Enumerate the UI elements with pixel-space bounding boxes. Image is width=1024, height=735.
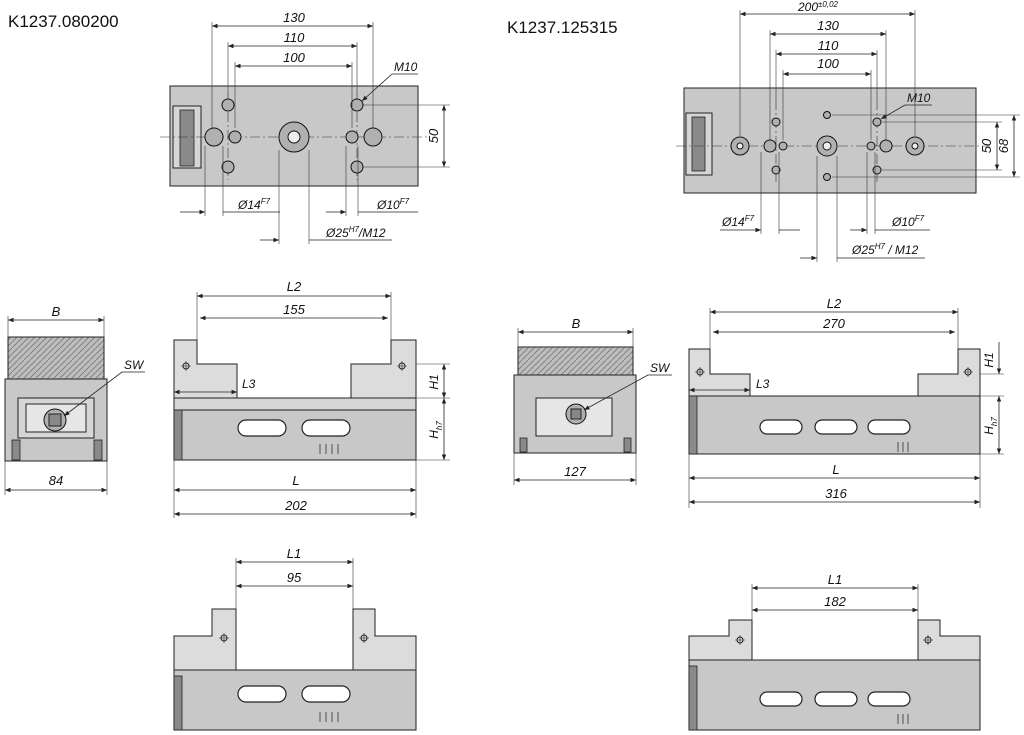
- dim-50: 50: [979, 138, 994, 153]
- label-sw: SW: [650, 361, 671, 375]
- dim-202: 202: [284, 498, 307, 513]
- left-side-view: L2 155 L3 H1 Hh7 L 202: [173, 279, 450, 518]
- slot: [301, 685, 351, 703]
- m10-hole: [221, 160, 235, 174]
- fixed-jaw: [688, 348, 751, 397]
- part-code-right: K1237.125315: [507, 18, 618, 37]
- jaw-knurled-face: [517, 346, 634, 376]
- phi10-hole: [778, 141, 788, 151]
- slot: [814, 419, 858, 435]
- label-phi25: Ø25H7/M12: [325, 225, 386, 240]
- slot: [237, 685, 287, 703]
- label-h: Hh7: [982, 417, 999, 435]
- fixed-jaw: [173, 339, 238, 399]
- right-bottom-view: L1 182: [688, 572, 981, 731]
- label-h: Hh7: [427, 421, 444, 439]
- phi10-hole: [228, 130, 242, 144]
- label-l: L: [832, 462, 839, 477]
- phi10-hole: [763, 139, 777, 153]
- right-side-view: L2 270 L3 H1 Hh7 L 316: [688, 296, 1004, 508]
- dim-100: 100: [283, 50, 305, 65]
- dim-127: 127: [564, 464, 586, 479]
- dim-95: 95: [287, 570, 302, 585]
- dim-155: 155: [283, 302, 305, 317]
- left-end-view: B SW 84: [4, 304, 145, 495]
- m10-hole: [872, 117, 882, 127]
- moving-jaw: [352, 608, 417, 671]
- slot: [867, 691, 911, 707]
- dim-84: 84: [49, 473, 63, 488]
- label-h1: H1: [427, 374, 441, 389]
- label-l3: L3: [756, 377, 770, 391]
- slot: [814, 691, 858, 707]
- m10-hole: [872, 165, 882, 175]
- m10-hole: [771, 165, 781, 175]
- part-code-left: K1237.080200: [8, 12, 119, 31]
- dim-l1: L1: [287, 546, 301, 561]
- dim-68: 68: [996, 138, 1011, 153]
- phi10-hole: [879, 139, 893, 153]
- label-phi14: Ø14F7: [721, 214, 755, 229]
- m10-hole: [771, 117, 781, 127]
- slot: [759, 419, 803, 435]
- label-h1: H1: [982, 352, 996, 367]
- label-l3: L3: [242, 377, 256, 391]
- dim-100: 100: [817, 56, 839, 71]
- label-phi14: Ø14F7: [237, 197, 271, 212]
- slot: [867, 419, 911, 435]
- m10-hole: [221, 98, 235, 112]
- dim-110: 110: [284, 30, 305, 45]
- spindle-handle: [691, 116, 706, 172]
- dim-50: 50: [426, 128, 441, 143]
- vise-base: [173, 669, 417, 731]
- phi14-hole: [363, 127, 383, 147]
- label-phi10: Ø10F7: [376, 197, 410, 212]
- m10-hole: [350, 160, 364, 174]
- label-l: L: [292, 473, 299, 488]
- left-top-view: 130 110 100 50 M10 Ø14F7 Ø10F7: [160, 10, 450, 244]
- label-phi25: Ø25H7 / M12: [851, 242, 919, 257]
- center-bore-inner: [287, 130, 301, 144]
- dim-b: B: [52, 304, 61, 319]
- dim-130: 130: [283, 10, 305, 25]
- label-phi10: Ø10F7: [891, 214, 925, 229]
- dim-316: 316: [825, 486, 847, 501]
- label-sw: SW: [124, 358, 145, 372]
- dim-l2: L2: [827, 296, 842, 311]
- vise-base: [173, 409, 417, 461]
- right-top-view: 200±0,02 130 110 100 50 68 M10 Ø14F7: [676, 0, 1020, 262]
- right-end-view: B SW 127: [513, 316, 672, 485]
- phi10-hole: [866, 141, 876, 151]
- dim-200: 200±0,02: [797, 0, 839, 14]
- label-m10: M10: [907, 91, 931, 105]
- left-bottom-view: L1 95: [173, 546, 417, 731]
- m10-hole: [350, 98, 364, 112]
- m10-hole: [823, 111, 831, 119]
- jaw-knurled-face: [7, 336, 105, 380]
- slot: [759, 691, 803, 707]
- phi10-hole: [345, 130, 359, 144]
- phi14-hole: [204, 127, 224, 147]
- dim-270: 270: [822, 316, 845, 331]
- m10-hole: [823, 173, 831, 181]
- label-m10: M10: [394, 60, 418, 74]
- dim-b: B: [572, 316, 581, 331]
- slot: [237, 419, 287, 437]
- dim-182: 182: [824, 594, 846, 609]
- dim-130: 130: [817, 18, 839, 33]
- slot: [301, 419, 351, 437]
- dim-l1: L1: [828, 572, 842, 587]
- dim-110: 110: [818, 38, 839, 53]
- moving-jaw: [350, 339, 417, 399]
- spindle-handle: [179, 109, 195, 167]
- dim-l2: L2: [287, 279, 302, 294]
